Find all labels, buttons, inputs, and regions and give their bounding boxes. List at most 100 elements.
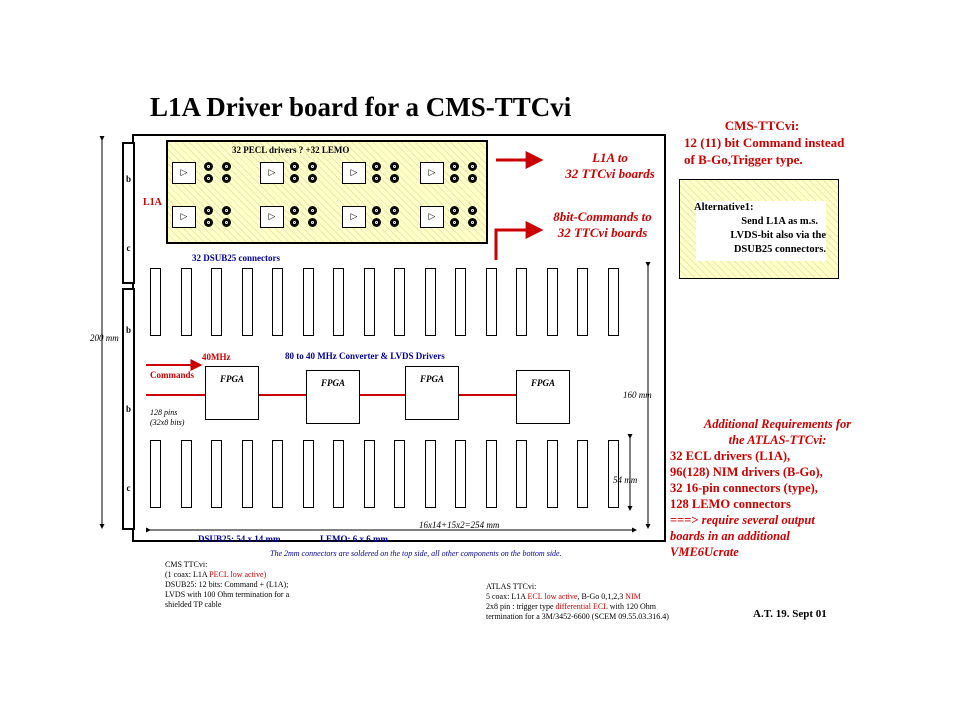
atlas-note-red: ECL low active: [527, 592, 578, 601]
lemo-connector-icon: [290, 174, 299, 183]
additional-line: boards in an additional: [670, 529, 790, 543]
converter-label: 80 to 40 MHz Converter & LVDS Drivers: [285, 351, 445, 361]
lemo-connector-icon: [450, 174, 459, 183]
dsub25-slot: [455, 440, 466, 508]
dsub25-slot: [150, 440, 161, 508]
atlas-note-text: 2x8 pin : trigger type: [486, 602, 556, 611]
lemo-connector-icon: [468, 174, 477, 183]
pins-label: 128 pins (32x8 bits): [150, 408, 184, 428]
dim-160-label: 160 mm: [623, 390, 652, 400]
alternative-line: DSUB25 connectors.: [733, 244, 826, 255]
cmd-arrow: [494, 221, 544, 260]
dsub25-slot: [180, 440, 192, 508]
dsub25-slot: [272, 440, 283, 508]
atlas-note-text: 5 coax: L1A: [486, 592, 528, 601]
dsub25-slot: [424, 268, 436, 336]
lemo-connector-icon: [372, 218, 381, 227]
cmd-output-label: 8bit-Commands to 32 TTCvi boards: [540, 209, 665, 241]
lemo-connector-icon: [372, 174, 381, 183]
connector-bottom: b b c: [122, 288, 135, 530]
dim-200-label: 200 mm: [90, 333, 119, 343]
lemo-connector-icon: [222, 162, 231, 171]
cms-note-line: (1 coax: L1A PECL low active): [165, 570, 289, 580]
dsub25-slot: [516, 440, 527, 508]
atlas-note-line: ATLAS TTCvi:: [486, 582, 537, 591]
dsub25-slot: [607, 268, 619, 336]
cms-note-line: DSUB25: 12 bits: Command + (L1A);: [165, 580, 289, 589]
driver-triangle-icon: ▷: [420, 206, 444, 228]
fpga-chip: FPGA: [516, 370, 570, 424]
lemo-connector-icon: [290, 162, 299, 171]
lemo-connector-icon: [390, 206, 399, 215]
cms-note-line: CMS TTCvi:: [165, 560, 208, 569]
lemo-connector-icon: [390, 174, 399, 183]
additional-line: 32 ECL drivers (L1A),: [670, 449, 791, 463]
dsub25-slot: [302, 440, 314, 508]
lemo-connector-icon: [290, 206, 299, 215]
dsub25-slot: [241, 440, 253, 508]
lemo-connector-icon: [204, 218, 213, 227]
dsub25-slot: [333, 440, 344, 508]
additional-line: 128 LEMO connectors: [670, 497, 791, 511]
lemo-connector-icon: [468, 218, 477, 227]
lemo-connector-icon: [222, 206, 231, 215]
dsub25-slot: [424, 440, 436, 508]
dsub25-slot: [394, 268, 405, 336]
lemo-connector-icon: [290, 218, 299, 227]
lemo-connector-icon: [450, 162, 459, 171]
atlas-note-line: 2x8 pin : trigger type differential ECL …: [486, 602, 669, 612]
driver-triangle-icon: ▷: [172, 206, 196, 228]
dsub25-slot: [363, 440, 375, 508]
driver-triangle-icon: ▷: [260, 206, 284, 228]
connector-pin-b: b: [125, 324, 131, 335]
fpga-chip: FPGA: [205, 366, 259, 420]
dsub25-slot: [485, 440, 497, 508]
l1a-output-line: 32 TTCvi boards: [565, 166, 655, 181]
connector-top: b c: [122, 142, 135, 284]
lemo-connector-icon: [204, 174, 213, 183]
additional-line: ===> require several output: [670, 512, 885, 528]
cms-note-line: shielded TP cable: [165, 600, 222, 609]
driver-triangle-icon: ▷: [420, 162, 444, 184]
lemo-connector-icon: [222, 218, 231, 227]
additional-heading: the ATLAS-TTCvi:: [728, 433, 827, 447]
dsub25-slot: [516, 268, 527, 336]
dsub-top-label: 32 DSUB25 connectors: [192, 253, 280, 263]
lemo-connector-icon: [308, 218, 317, 227]
lemo-connector-icon: [390, 218, 399, 227]
alternative-line: LVDS-bit also via the: [730, 230, 826, 241]
atlas-note-red: differential ECL: [555, 602, 608, 611]
l1a-output-line: L1A to: [592, 150, 628, 165]
atlas-note: ATLAS TTCvi: 5 coax: L1A ECL low active,…: [486, 582, 669, 622]
lemo-connector-icon: [222, 174, 231, 183]
cms-note-red: PECL low active): [209, 570, 267, 579]
cms-note: CMS TTCvi: (1 coax: L1A PECL low active)…: [165, 560, 289, 610]
dsub25-slot: [577, 440, 588, 508]
dsub25-slot: [485, 268, 497, 336]
dsub25-slot: [577, 268, 588, 336]
driver-triangle-icon: ▷: [260, 162, 284, 184]
connector-pin-c: c: [126, 483, 131, 494]
dsub25-slot: [455, 268, 466, 336]
lemo-connector-icon: [468, 206, 477, 215]
atlas-note-line: 5 coax: L1A ECL low active, B-Go 0,1,2,3…: [486, 592, 669, 602]
solder-note: The 2mm connectors are soldered on the t…: [270, 549, 562, 558]
dsub25-slot: [241, 268, 253, 336]
atlas-note-red: NIM: [625, 592, 641, 601]
connector-pin-b: b: [125, 173, 131, 184]
dsub25-slot: [150, 268, 161, 336]
cmd-output-line: 32 TTCvi boards: [557, 225, 648, 240]
atlas-note-line: termination for a 3M/3452-6600 (SCEM 09.…: [486, 612, 669, 621]
additional-arrow-text: ===>: [670, 513, 702, 527]
cms-ttcvi-text: CMS-TTCvi: 12 (11) bit Command instead o…: [684, 117, 874, 168]
lemo-connector-icon: [450, 206, 459, 215]
lemo-connector-icon: [308, 162, 317, 171]
dim-254-label: 16x14+15x2=254 mm: [419, 520, 500, 530]
lemo-connector-icon: [204, 206, 213, 215]
lemo-connector-icon: [450, 218, 459, 227]
lemo-connector-icon: [372, 206, 381, 215]
dsub25-slot: [394, 440, 405, 508]
fpga-chip: FPGA: [405, 366, 459, 420]
dsub-dims: DSUB25: 54 x 14 mm: [198, 534, 281, 544]
dsub25-slot: [211, 440, 222, 508]
